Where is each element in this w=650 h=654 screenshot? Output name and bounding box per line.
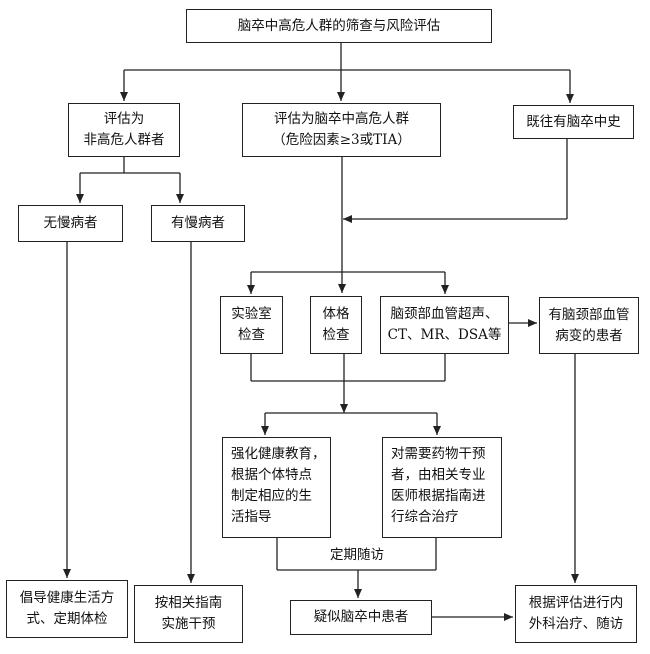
node-drug-line-3: 医师根据指南进 [391,488,486,504]
node-high-risk-line-2: （危险因素≥3或TIA） [272,132,411,148]
node-low-risk: 评估为 非高危人群者 [68,103,180,157]
node-lab-exam: 实验室 检查 [220,296,283,354]
node-high-risk: 评估为脑卒中高危人群 （危险因素≥3或TIA） [242,103,441,157]
node-lesion-line-1: 有脑颈部血管 [548,306,630,323]
node-imaging-line-2: CT、MR、DSA等 [387,327,502,343]
node-drug-line-1: 对需要药物干预 [391,446,486,462]
title-text: 脑卒中高危人群的筛查与风险评估 [237,17,441,34]
node-education-line-1: 强化健康教育， [231,446,326,462]
node-treatment-line-2: 外科治疗、随访 [528,616,624,632]
node-has-chronic: 有慢病者 [151,205,245,242]
node-low-risk-line-1: 评估为 [103,111,145,127]
followup-label: 定期随访 [330,547,384,563]
node-education-line-2: 根据个体特点 [231,467,312,483]
node-imaging-line-1: 脑颈部血管超声、 [390,306,499,322]
node-treatment: 根据评估进行内 外科治疗、随访 [515,585,637,643]
node-no-chronic-text: 无慢病者 [43,215,98,231]
node-education-line-3: 制定相应的生 [231,488,312,504]
node-treatment-line-1: 根据评估进行内 [528,595,624,611]
node-lab-line-2: 检查 [238,327,265,343]
node-history: 既往有脑卒中史 [513,105,634,139]
node-low-risk-line-2: 非高危人群者 [83,132,165,148]
node-physical-line-1: 体格 [322,306,350,322]
node-lifestyle: 倡导健康生活方 式、定期体检 [6,580,128,638]
node-drug-line-2: 者，由相关专业 [391,467,486,483]
node-has-chronic-text: 有慢病者 [171,215,225,231]
node-no-chronic: 无慢病者 [18,205,123,242]
node-high-risk-line-1: 评估为脑卒中高危人群 [274,111,409,127]
node-guideline-line-1: 按相关指南 [154,595,223,611]
node-drug-treatment: 对需要药物干预 者，由相关专业 医师根据指南进 行综合治疗 [382,437,502,538]
node-lifestyle-line-1: 倡导健康生活方 [19,590,115,606]
node-lesion-line-2: 病变的患者 [555,327,623,344]
node-physical-line-2: 检查 [322,327,350,343]
node-suspected-stroke: 疑似脑卒中患者 [290,600,432,635]
node-guideline: 按相关指南 实施干预 [134,585,243,643]
node-lifestyle-line-2: 式、定期体检 [26,611,108,627]
title-box: 脑卒中高危人群的筛查与风险评估 [186,9,492,43]
node-guideline-line-2: 实施干预 [161,616,216,632]
node-physical-exam: 体格 检查 [310,296,362,354]
node-education-line-4: 活指导 [231,509,272,525]
node-history-text: 既往有脑卒中史 [526,113,621,130]
node-vascular-lesion: 有脑颈部血管 病变的患者 [539,297,639,354]
node-imaging-exam: 脑颈部血管超声、 CT、MR、DSA等 [380,296,509,354]
node-lab-line-1: 实验室 [231,306,272,322]
node-health-education: 强化健康教育， 根据个体特点 制定相应的生 活指导 [222,437,331,538]
node-drug-line-4: 行综合治疗 [391,509,459,525]
node-suspected-text: 疑似脑卒中患者 [313,609,409,625]
